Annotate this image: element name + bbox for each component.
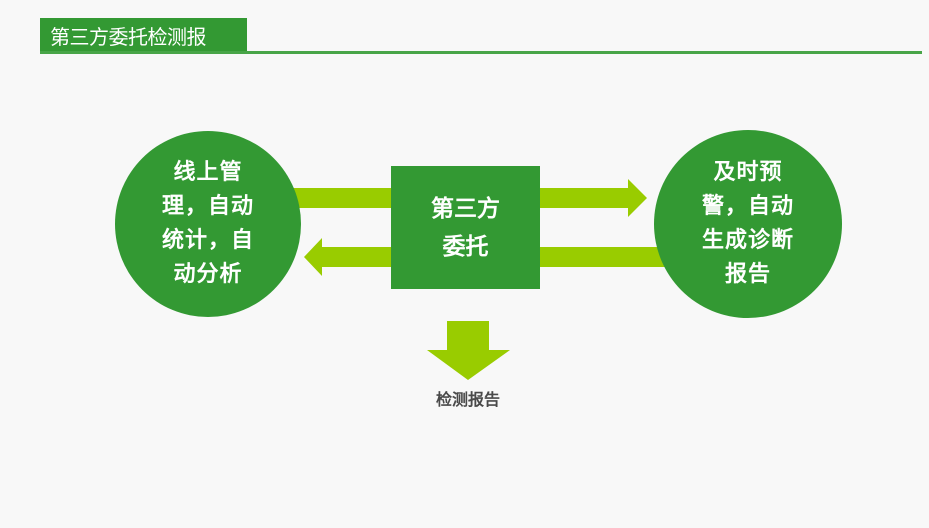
left-circle-line: 线上管 [173,160,243,185]
center-box-line: 委托 [442,233,489,260]
left-circle-line: 动分析 [173,262,243,287]
bar-right-to-center [536,247,666,267]
left-circle-text: 线上管 理，自动 统计，自 动分析 [148,156,268,292]
center-box-text: 第三方 委托 [391,166,540,289]
left-circle-line: 理，自动 [161,194,254,219]
right-circle-line: 生成诊断 [701,228,794,253]
center-box-line: 第三方 [431,195,500,222]
section-title-text: 第三方委托检测报 [50,25,207,49]
right-circle-text: 及时预 警，自动 生成诊断 报告 [688,156,808,292]
section-title: 第三方委托检测报 [40,18,247,53]
bar-left-to-center [290,188,395,208]
right-circle-line: 及时预 [713,160,783,185]
arrow-center-to-right [536,179,647,217]
center-box [391,166,540,289]
arrow-center-to-left [304,238,395,276]
right-circle-line: 报告 [724,262,771,287]
left-circle [115,131,301,317]
title-underline [40,51,922,54]
output-label: 检测报告 [435,390,500,409]
right-circle-line: 警，自动 [701,194,794,219]
left-circle-line: 统计，自 [161,228,254,253]
down-arrow [427,321,510,380]
right-circle [654,130,842,318]
